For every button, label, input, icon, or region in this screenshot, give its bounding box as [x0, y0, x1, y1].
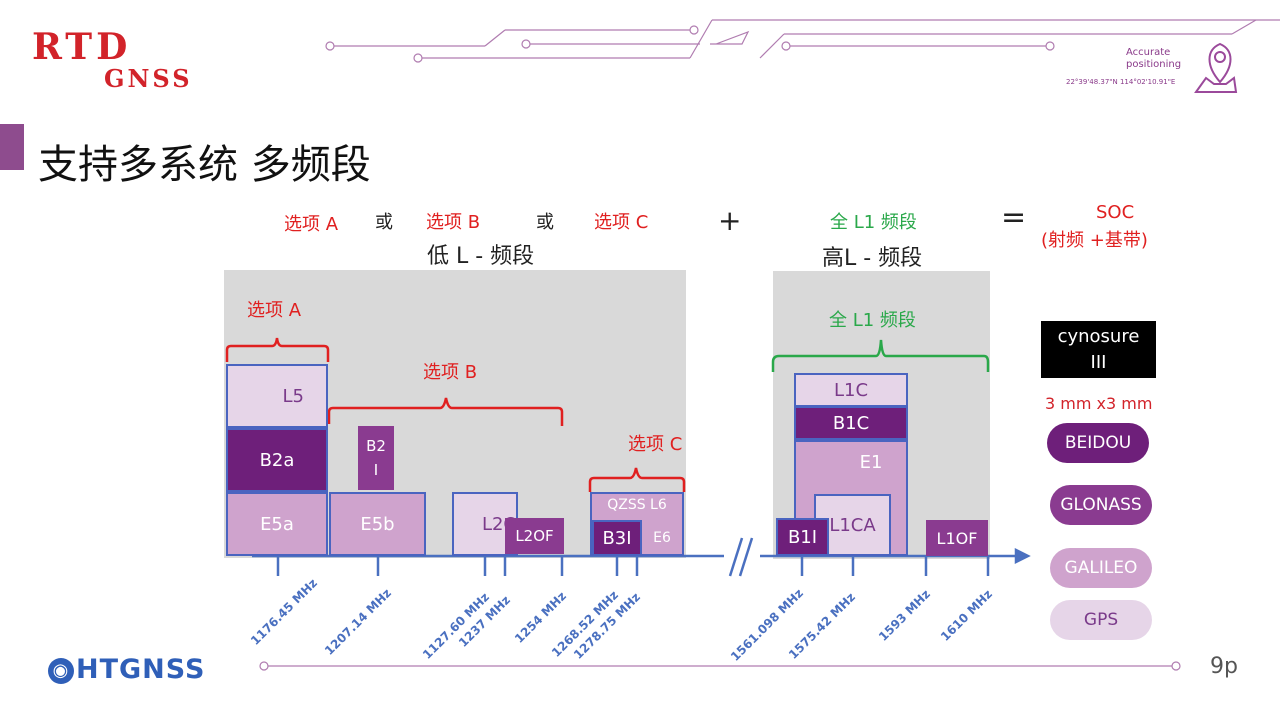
block-l5: L5 — [226, 364, 328, 428]
bracket-c-label: 选项 C — [628, 434, 683, 455]
accurate-text: Accurate — [1126, 47, 1171, 58]
block-l1of: L1OF — [926, 520, 988, 556]
page-title: 支持多系统 多频段 — [38, 142, 371, 188]
logo-rtd: RTD — [32, 26, 132, 68]
logo-gnss: GNSS — [104, 64, 193, 93]
block-b2i-line1: B2 — [366, 437, 386, 455]
block-e5b: E5b — [329, 492, 426, 556]
block-b2i: B2 I — [358, 426, 394, 490]
high-band-title: 高L - 频段 — [822, 246, 923, 271]
coordinates-text: 22°39'48.37"N 114°02'10.91"E — [1066, 78, 1176, 86]
block-l1c: L1C — [794, 373, 908, 407]
block-b2a: B2a — [226, 428, 328, 492]
footer-logo-text: HTGNSS — [76, 654, 206, 685]
soc-label: SOC — [1096, 202, 1135, 223]
page-number: 9p — [1210, 654, 1238, 679]
option-a-label: 选项 A — [284, 214, 339, 235]
bracket-b-label: 选项 B — [423, 362, 478, 383]
system-glonass: GLONASS — [1050, 485, 1152, 525]
chip-size: 3 mm x3 mm — [1045, 394, 1153, 413]
soc-detail-label: (射频 +基带) — [1041, 230, 1148, 251]
block-e6: E6 — [653, 530, 671, 546]
option-c-label: 选项 C — [594, 212, 649, 233]
bracket-a-label: 选项 A — [247, 300, 302, 321]
or-label-1: 或 — [375, 212, 393, 233]
system-beidou: BEIDOU — [1047, 423, 1149, 463]
system-gps: GPS — [1050, 600, 1152, 640]
chip-cynosure: cynosure III — [1041, 321, 1156, 378]
block-b2i-line2: I — [373, 461, 379, 479]
bracket-l1-label: 全 L1 频段 — [829, 310, 916, 331]
or-label-2: 或 — [536, 212, 554, 233]
block-b1i: B1I — [776, 518, 829, 556]
system-galileo: GALILEO — [1050, 548, 1152, 588]
option-b-label: 选项 B — [426, 212, 481, 233]
equals-sign: = — [1001, 200, 1027, 235]
full-l1-label: 全 L1 频段 — [830, 212, 917, 233]
title-accent-bar — [0, 124, 24, 170]
block-e5a: E5a — [226, 492, 328, 556]
location-pin-icon — [1194, 42, 1238, 93]
chip-name: cynosure — [1057, 325, 1140, 347]
low-band-title: 低 L - 频段 — [427, 244, 535, 269]
block-b3i: B3I — [592, 520, 642, 556]
block-l2of: L2OF — [505, 518, 564, 554]
chip-version: III — [1090, 351, 1107, 373]
positioning-text: positioning — [1126, 59, 1182, 70]
footer-logo: ◉HTGNSS — [48, 654, 205, 685]
htgnss-globe-icon: ◉ — [48, 657, 74, 684]
plus-sign: + — [718, 204, 742, 237]
block-b1c: B1C — [794, 406, 908, 440]
